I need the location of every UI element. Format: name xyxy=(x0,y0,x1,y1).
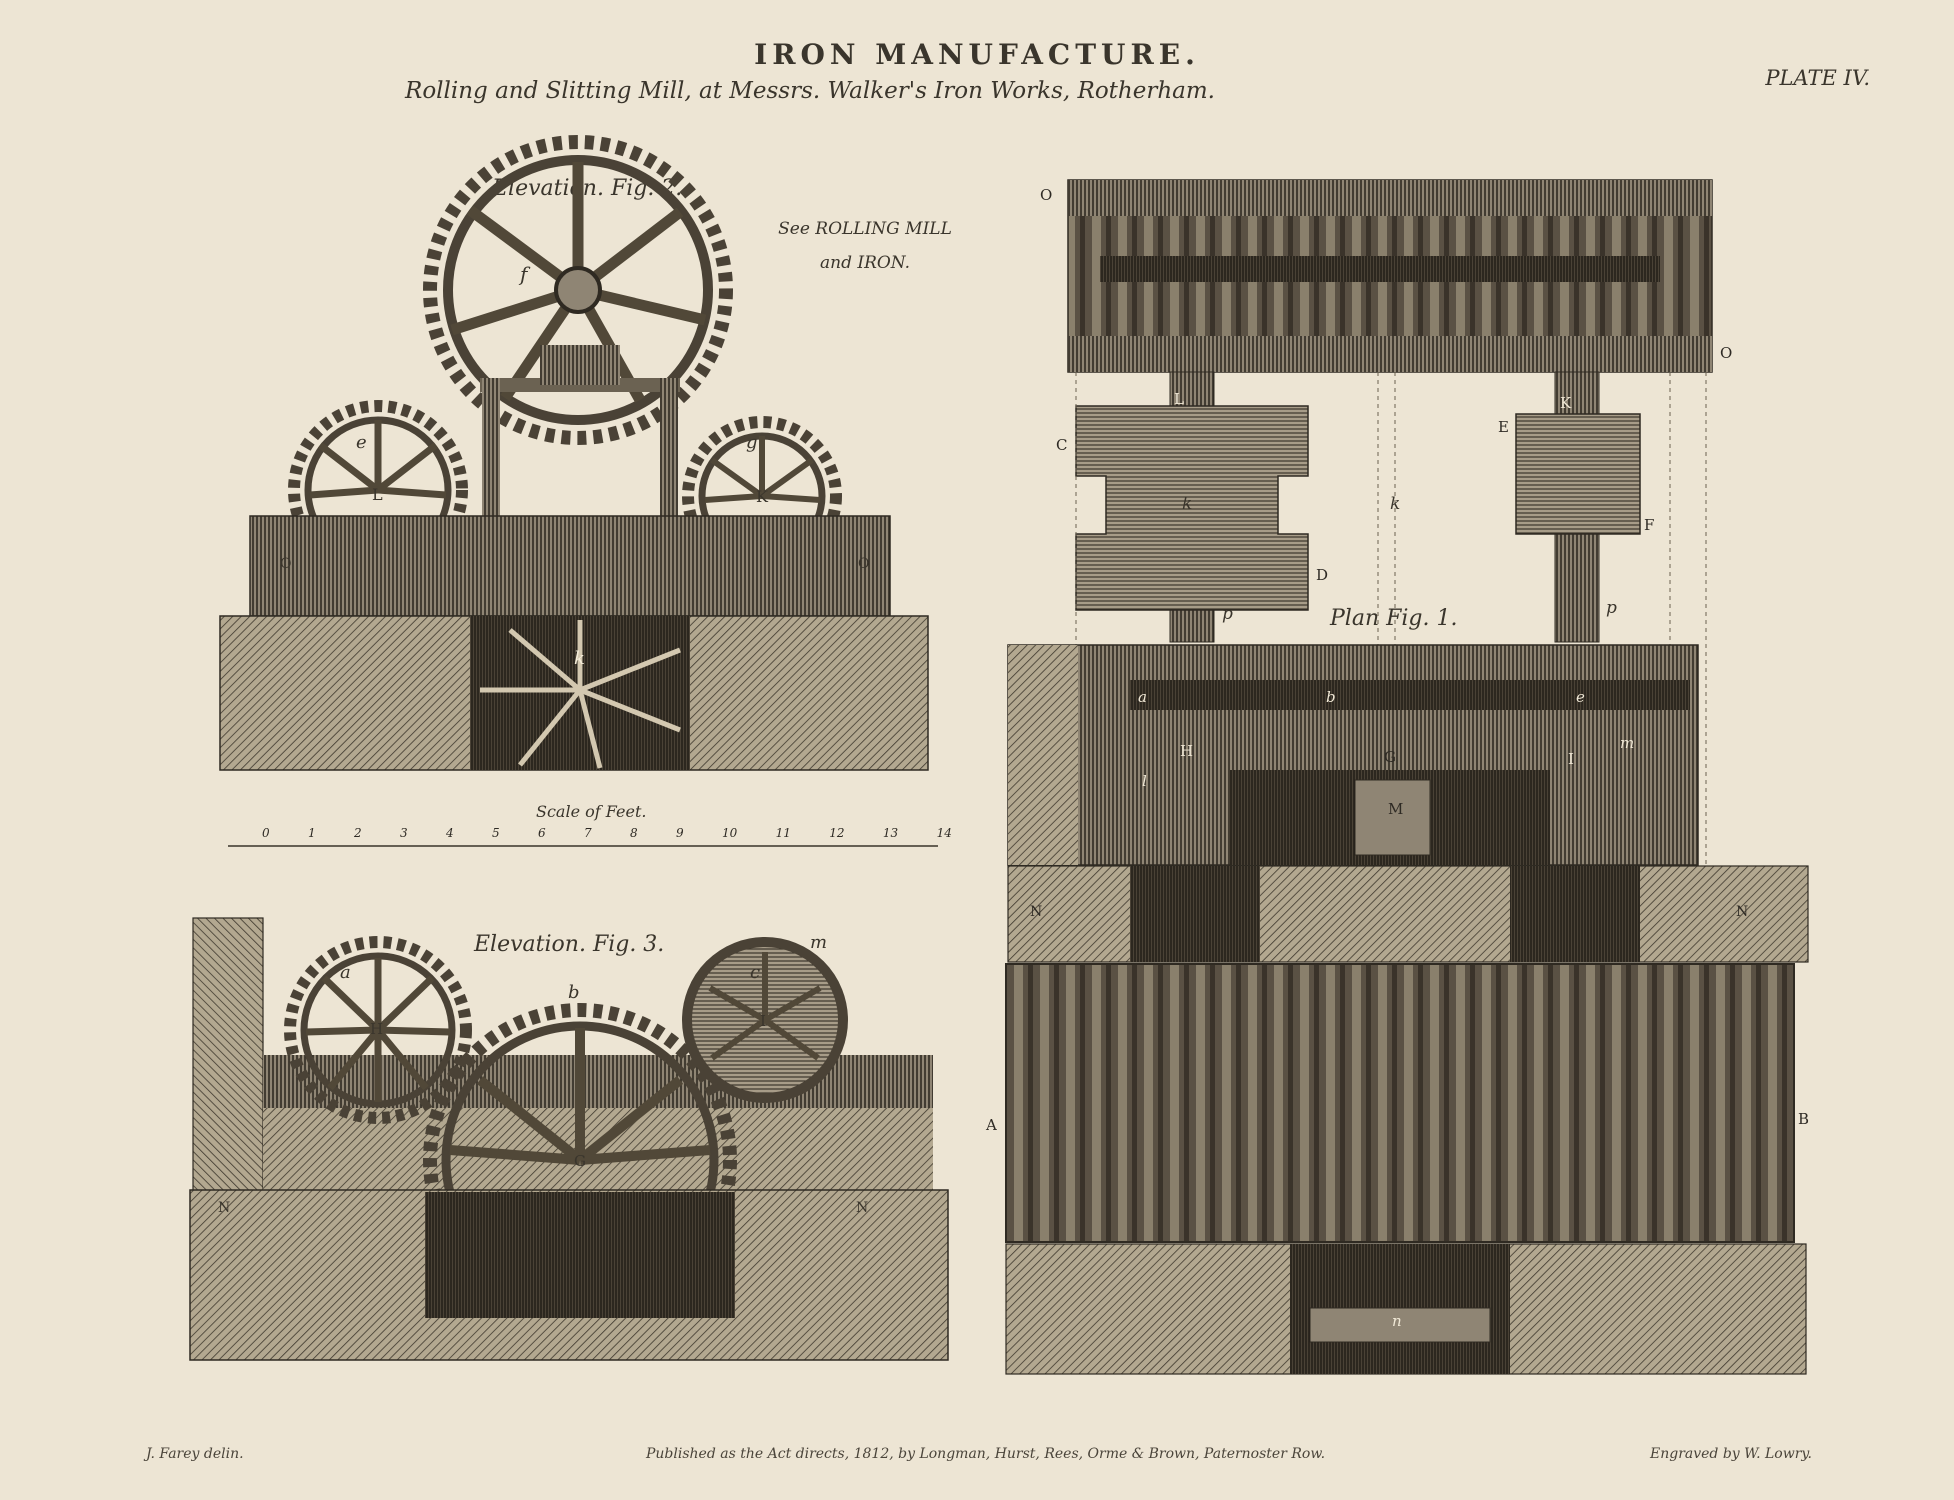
scale-tick: 14 xyxy=(936,826,952,840)
label-G-hub: G xyxy=(574,1152,586,1170)
fig1-caption: Plan Fig. 1. xyxy=(1330,606,1458,631)
label-O-left: O xyxy=(280,556,292,572)
gear-c xyxy=(682,937,848,1103)
label-O-right: O xyxy=(858,556,870,572)
cross-reference-note: See ROLLING MILL and IRON. xyxy=(770,212,960,280)
gear-a xyxy=(284,936,472,1124)
label-p-left: p xyxy=(1222,604,1233,624)
label-a: a xyxy=(340,962,351,983)
label-n-plan: n xyxy=(1392,1312,1402,1330)
label-m-plan: m xyxy=(1620,734,1635,752)
scale-tick: 8 xyxy=(630,826,638,840)
scale-tick: 1 xyxy=(308,826,316,840)
label-A: A xyxy=(986,1116,997,1134)
scale-ticks: 0 1 2 3 4 5 6 7 8 9 10 11 12 13 14 xyxy=(262,826,952,840)
scale-tick: 3 xyxy=(400,826,408,840)
gear-b xyxy=(423,1003,737,1317)
plate-number: PLATE IV. xyxy=(1765,66,1870,90)
label-F: F xyxy=(1644,516,1655,534)
label-D: D xyxy=(1316,566,1329,584)
fig1-plan xyxy=(1005,179,1809,1375)
label-L-hub: L xyxy=(372,485,383,504)
label-B: B xyxy=(1798,1110,1810,1128)
scale-tick: 2 xyxy=(354,826,362,840)
label-m: m xyxy=(810,932,828,953)
footer-publisher: Published as the Act directs, 1812, by L… xyxy=(646,1446,1326,1462)
note-line-2: and IRON. xyxy=(819,253,910,273)
label-I-hub: I xyxy=(760,1012,766,1030)
fig2-elevation xyxy=(219,135,929,771)
scale-tick: 11 xyxy=(775,826,791,840)
scale-tick: 7 xyxy=(584,826,592,840)
label-k-left: k xyxy=(1182,494,1193,514)
label-l-plan: l xyxy=(1142,772,1147,790)
label-e: e xyxy=(356,432,367,453)
label-b: b xyxy=(568,982,580,1003)
label-N-plan-left: N xyxy=(1030,904,1043,920)
scale-tick: 5 xyxy=(492,826,500,840)
label-C: C xyxy=(1056,436,1068,454)
label-H-hub: H xyxy=(370,1020,384,1038)
label-N-left: N xyxy=(218,1200,231,1216)
scale-tick: 0 xyxy=(262,826,270,840)
label-g: g xyxy=(746,432,758,453)
label-M-plan: M xyxy=(1388,800,1404,818)
label-G-plan: G xyxy=(1384,748,1396,766)
label-K-hub: K xyxy=(756,487,768,506)
label-a-plan: a xyxy=(1138,688,1147,706)
gear-f xyxy=(423,135,733,445)
scale-tick: 9 xyxy=(676,826,684,840)
fig3-caption: Elevation. Fig. 3. xyxy=(474,932,665,957)
label-f: f xyxy=(520,262,528,286)
scale-tick: 13 xyxy=(882,826,899,840)
scale-tick: 10 xyxy=(722,826,738,840)
label-N-plan-right: N xyxy=(1736,904,1749,920)
label-K: K xyxy=(1560,394,1572,412)
label-c: c xyxy=(750,962,761,983)
plate-title: IRON MANUFACTURE. xyxy=(754,38,1200,71)
scale-tick: 4 xyxy=(446,826,454,840)
scale-tick: 6 xyxy=(538,826,546,840)
scale-tick: 12 xyxy=(829,826,845,840)
label-O-side: O xyxy=(1720,344,1733,362)
label-b-plan: b xyxy=(1326,688,1336,706)
note-line-1: See ROLLING MILL xyxy=(778,219,952,239)
label-L: L xyxy=(1174,390,1184,408)
plate-subtitle: Rolling and Slitting Mill, at Messrs. Wa… xyxy=(405,78,1215,104)
label-k: k xyxy=(574,648,585,669)
label-I-plan: I xyxy=(1568,750,1574,768)
label-N-right: N xyxy=(856,1200,869,1216)
label-E: E xyxy=(1498,418,1509,436)
fig3-elevation xyxy=(189,917,949,1361)
label-e-plan: e xyxy=(1576,688,1585,706)
label-p-right: p xyxy=(1606,598,1617,618)
scale-caption: Scale of Feet. xyxy=(536,802,647,821)
label-O-top: O xyxy=(1040,186,1053,204)
footer-draftsman: J. Farey delin. xyxy=(146,1446,244,1462)
footer-engraver: Engraved by W. Lowry. xyxy=(1650,1446,1812,1462)
label-k-mid: k xyxy=(1390,494,1401,514)
label-H-plan: H xyxy=(1180,742,1194,760)
